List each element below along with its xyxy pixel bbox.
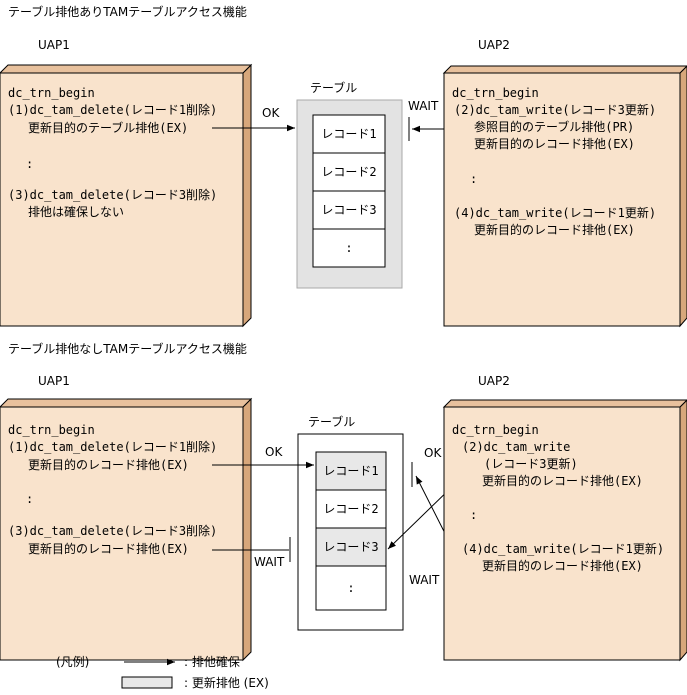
top-table-label: テーブル [310,80,357,95]
top-uap1-line-5: 排他は確保しない [28,204,124,219]
top-uap1-label: UAP1 [38,38,70,52]
top-uap2-line-1: (2)dc_tam_write(レコード3更新) [454,102,656,117]
top-ok-label: OK [262,106,280,120]
bottom-uap1-line-4: (3)dc_tam_delete(レコード3削除) [8,523,217,538]
svg-text::: : [347,581,354,595]
bottom-uap1-box [0,397,253,662]
bottom-record-1: レコード1 [315,451,387,491]
top-uap2-line-4: : [470,172,477,186]
bottom-uap2-line-4: : [470,508,477,522]
bottom-uap2-line-1: (2)dc_tam_write [462,440,570,454]
top-wait-label: WAIT [408,99,439,113]
top-uap2-line-2: 参照目的のテーブル排他(PR) [474,119,634,134]
bottom-uap1-line-2: 更新目的のレコード排他(EX) [28,457,189,472]
svg-text:レコード3: レコード3 [321,203,376,217]
bottom-uap1-line-0: dc_trn_begin [8,423,95,437]
bottom-uap2-line-3: 更新目的のレコード排他(EX) [482,473,643,488]
svg-text:レコード1: レコード1 [323,464,378,478]
bottom-uap2-line-0: dc_trn_begin [452,423,539,437]
svg-text::: : [345,241,352,255]
top-uap2-line-5: (4)dc_tam_write(レコード1更新) [454,205,656,220]
legend-arrow-text: : 排他確保 [184,654,240,669]
top-record-2: レコード2 [312,152,386,192]
bottom-uap2-box [442,399,687,662]
bottom-record-2: レコード2 [315,489,387,529]
top-record-3: レコード3 [312,190,386,230]
top-title: テーブル排他ありTAMテーブルアクセス機能 [8,4,247,19]
top-uap2-box [442,65,687,328]
bottom-uap1-line-1: (1)dc_tam_delete(レコード1削除) [8,439,217,454]
top-record-4: : [312,228,386,268]
bottom-record-3: レコード3 [315,527,387,567]
top-uap1-line-0: dc_trn_begin [8,86,95,100]
bottom-ok-label-1: OK [265,445,283,459]
bottom-table-label: テーブル [308,414,355,429]
bottom-title: テーブル排他なしTAMテーブルアクセス機能 [8,341,247,356]
bottom-record-4: : [315,565,387,611]
top-record-1: レコード1 [312,114,386,154]
legend-title: (凡例) [56,655,89,669]
legend-box-text: : 更新排他 (EX) [184,675,269,690]
svg-text:レコード2: レコード2 [321,165,376,179]
top-uap1-line-2: 更新目的のテーブル排他(EX) [28,120,188,135]
bottom-ok-label-2: OK [424,446,442,460]
bottom-wait-label-2: WAIT [409,573,440,587]
top-uap1-line-1: (1)dc_tam_delete(レコード1削除) [8,102,217,117]
top-uap2-line-0: dc_trn_begin [452,86,539,100]
svg-text:レコード2: レコード2 [323,502,378,516]
svg-text:レコード3: レコード3 [323,540,378,554]
top-uap2-line-6: 更新目的のレコード排他(EX) [474,222,635,237]
bottom-uap1-label: UAP1 [38,374,70,388]
svg-text:レコード1: レコード1 [321,127,376,141]
top-uap2-line-3: 更新目的のレコード排他(EX) [474,136,635,151]
bottom-uap2-label: UAP2 [478,374,510,388]
bottom-uap2-line-5: (4)dc_tam_write(レコード1更新) [462,541,664,556]
top-uap2-label: UAP2 [478,38,510,52]
top-uap1-line-3: : [26,157,33,171]
bottom-uap1-line-3: : [26,492,33,506]
bottom-uap2-line-2: (レコード3更新) [484,456,578,471]
bottom-uap2-line-6: 更新目的のレコード排他(EX) [482,558,643,573]
legend-box [121,676,173,689]
bottom-uap1-line-5: 更新目的のレコード排他(EX) [28,541,189,556]
bottom-wait-label-1: WAIT [254,555,285,569]
top-uap1-line-4: (3)dc_tam_delete(レコード3削除) [8,187,217,202]
top-uap1-box [0,63,253,328]
